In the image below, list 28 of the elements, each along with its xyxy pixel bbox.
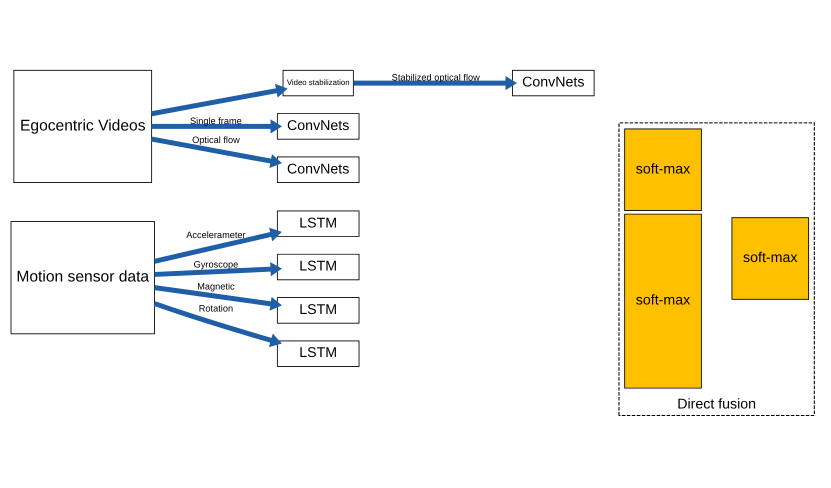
node-box: ConvNets <box>512 70 595 96</box>
node-box: ConvNets <box>276 113 360 140</box>
node-box: soft-max <box>732 217 810 300</box>
node-box: LSTM <box>276 297 360 324</box>
node-box: Egocentric Videos <box>13 70 152 183</box>
arrow <box>154 262 282 277</box>
edge-label: Rotation <box>198 303 234 314</box>
arrow <box>353 76 518 90</box>
edge-label: Gyroscope <box>194 259 238 270</box>
node-box: LSTM <box>276 210 360 237</box>
arrow <box>154 228 282 264</box>
node-box: Video stabilization <box>282 70 354 96</box>
edge-label: Optical flow <box>192 135 240 146</box>
arrow <box>151 84 288 116</box>
arrow <box>151 136 282 168</box>
node-box: Motion sensor data <box>10 221 155 334</box>
edge-label: Stabilized optical flow <box>392 72 480 83</box>
arrow <box>154 285 282 311</box>
edge-label: Accelerameter <box>186 230 246 240</box>
node-box: LSTM <box>276 254 360 280</box>
arrow <box>152 119 282 134</box>
edge-label: Magnetic <box>197 281 235 292</box>
edge-label: Single frame <box>190 116 242 126</box>
node-box: soft-max <box>624 214 702 389</box>
arrow <box>154 301 282 348</box>
node-box: LSTM <box>276 340 360 367</box>
node-box: ConvNets <box>276 156 360 183</box>
node-box: soft-max <box>624 128 702 211</box>
